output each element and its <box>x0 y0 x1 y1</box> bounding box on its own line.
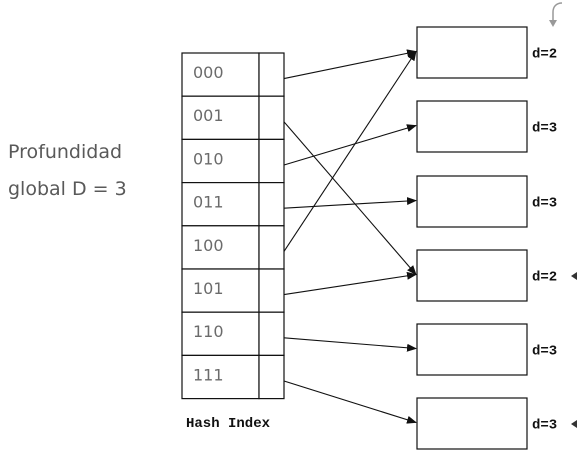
pointer-arrow <box>283 121 417 276</box>
bucket-local-depth: d=3 <box>532 196 557 212</box>
directory-key-cell <box>181 268 260 313</box>
pointer-arrow <box>283 337 417 352</box>
directory-row: 001 <box>181 95 285 140</box>
global-depth-label-line1: Profundidad <box>8 141 123 163</box>
directory-pointer-cell <box>258 225 285 270</box>
directory-entry-label: 001 <box>193 106 224 125</box>
directory-pointer-cell <box>258 268 285 313</box>
directory-row: 010 <box>181 138 285 184</box>
curved-arrow-icon <box>552 2 563 24</box>
directory-row: 101 <box>181 268 285 313</box>
pointer-arrow <box>283 124 417 166</box>
directory-entry-label: 111 <box>193 365 224 384</box>
bucket-box <box>416 249 528 302</box>
edge-arrow-icon <box>571 420 577 428</box>
bucket-box <box>416 323 528 376</box>
bucket: d=3 <box>416 323 557 376</box>
directory-key-cell <box>181 138 260 184</box>
directory-pointer-cell <box>258 95 285 140</box>
directory-row: 000 <box>181 52 285 97</box>
bucket: d=2 <box>416 249 557 302</box>
directory-pointer-cell <box>258 311 285 357</box>
bucket: d=3 <box>416 397 557 450</box>
directory-pointer-cell <box>258 182 285 227</box>
bucket-local-depth: d=3 <box>532 418 557 434</box>
directory-key-cell <box>181 182 260 227</box>
directory-key-cell <box>181 52 260 97</box>
directory-entry-label: 110 <box>193 322 224 341</box>
pointer-arrow <box>283 49 417 80</box>
bucket-box <box>416 100 528 153</box>
curved-arrow-head-icon <box>549 20 557 27</box>
directory-entry-label: 101 <box>193 279 224 298</box>
directory-key-cell <box>181 354 260 400</box>
hash-index-caption: Hash Index <box>186 416 271 432</box>
directory-entry-label: 011 <box>193 193 224 212</box>
bucket-local-depth: d=2 <box>532 47 557 63</box>
hash-directory: 000 001 010 011 100 101 110 111 <box>181 52 285 400</box>
edge-arrow-icon <box>571 272 577 280</box>
directory-pointer-cell <box>258 52 285 97</box>
pointer-arrow <box>283 50 417 252</box>
directory-row: 011 <box>181 182 285 227</box>
bucket-box <box>416 397 528 450</box>
bucket-local-depth: d=3 <box>532 344 557 360</box>
bucket: d=2 <box>416 26 557 79</box>
directory-row: 110 <box>181 311 285 357</box>
global-depth-label-line2: global D = 3 <box>8 178 127 200</box>
pointer-arrows <box>283 49 417 424</box>
bucket: d=3 <box>416 175 557 228</box>
pointer-arrow <box>283 197 417 209</box>
bucket-local-depth: d=3 <box>532 121 557 137</box>
directory-entry-label: 000 <box>193 63 224 82</box>
pointer-arrow <box>283 380 417 424</box>
bucket-list: d=2 d=3 d=3 d=2 d=3 d=3 <box>416 26 557 450</box>
bucket: d=3 <box>416 100 557 153</box>
directory-entry-label: 100 <box>193 236 224 255</box>
directory-row: 100 <box>181 225 285 270</box>
pointer-arrow <box>283 271 417 296</box>
bucket-box <box>416 175 528 228</box>
directory-pointer-cell <box>258 138 285 184</box>
directory-pointer-cell <box>258 354 285 400</box>
bucket-local-depth: d=2 <box>532 270 557 286</box>
directory-row: 111 <box>181 354 285 400</box>
bucket-box <box>416 26 528 79</box>
directory-entry-label: 010 <box>193 149 224 168</box>
